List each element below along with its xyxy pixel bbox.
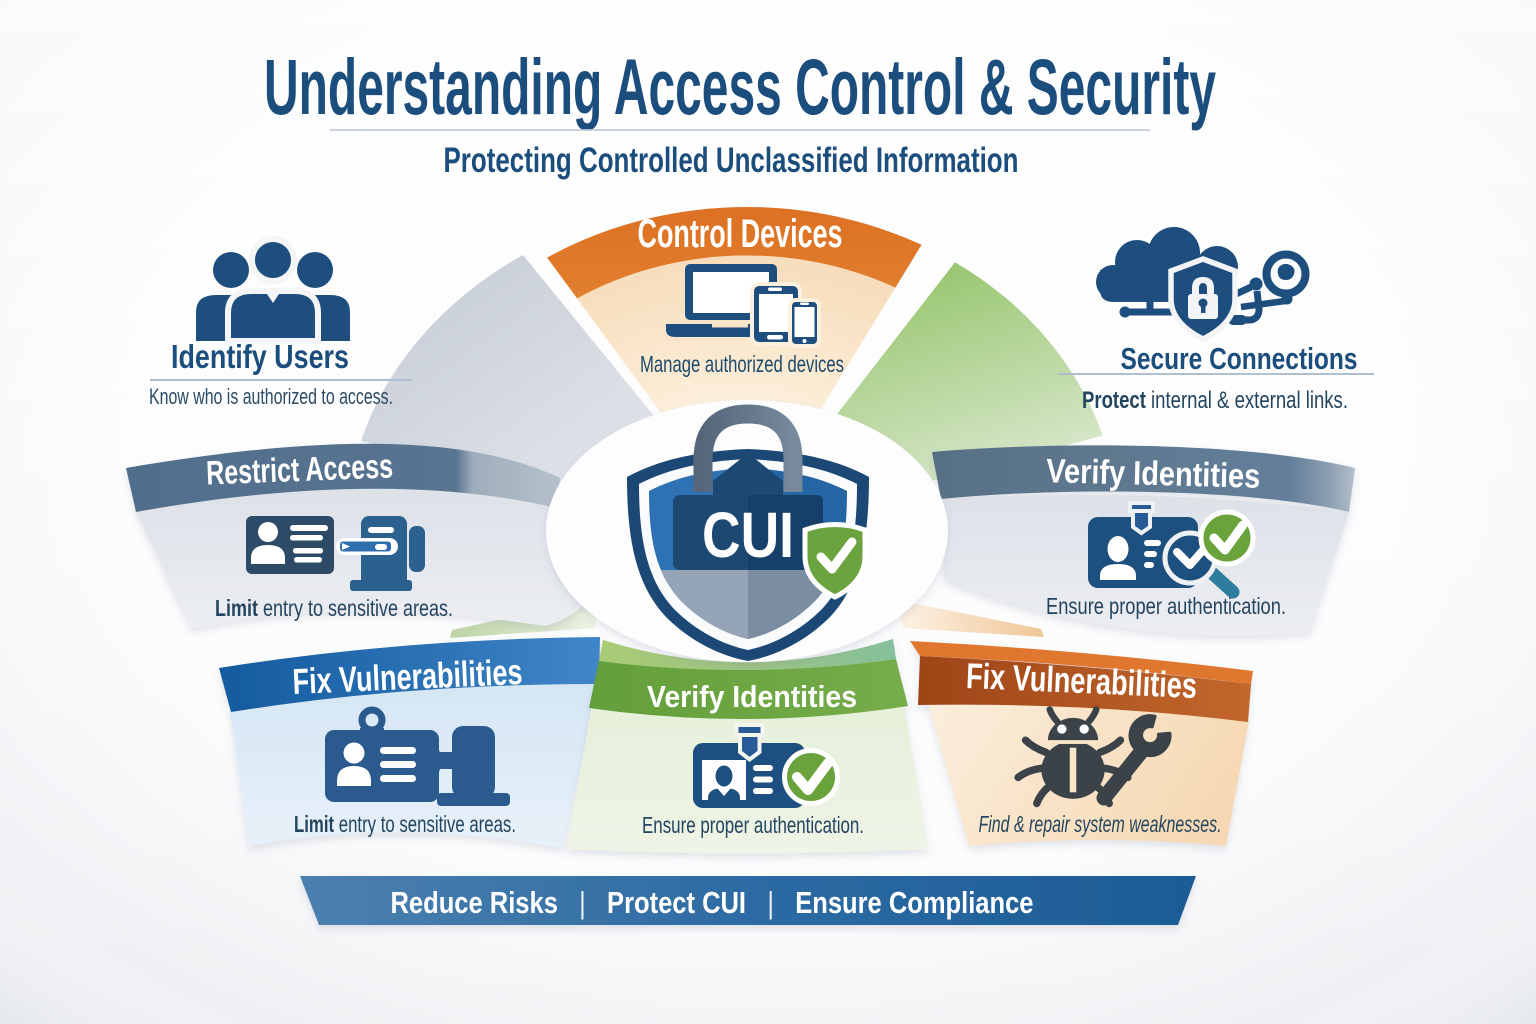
svg-text:Ensure proper authentication.: Ensure proper authentication. [1046, 593, 1286, 619]
svg-text:Restrict Access: Restrict Access [205, 447, 393, 492]
svg-text:Ensure proper authentication.: Ensure proper authentication. [642, 812, 864, 838]
svg-text:Protect internal & external li: Protect internal & external links. [1082, 387, 1348, 414]
svg-text:Fix Vulnerabilities: Fix Vulnerabilities [965, 655, 1198, 706]
svg-text:Fix Vulnerabilities: Fix Vulnerabilities [292, 651, 524, 702]
svg-text:Limit entry to sensitive areas: Limit entry to sensitive areas. [294, 811, 516, 837]
svg-text:Manage authorized devices: Manage authorized devices [640, 351, 844, 377]
svg-text:Find & repair system weaknesse: Find & repair system weaknesses. [979, 811, 1222, 837]
svg-text:Know who is authorized to acce: Know who is authorized to access. [149, 384, 393, 409]
svg-text:Reduce Risks | Protect CUI: Reduce Risks | Protect CUI | Ensure Comp… [391, 885, 1034, 920]
svg-text:CUI: CUI [702, 499, 794, 571]
svg-text:Protecting Controlled Unclassi: Protecting Controlled Unclassified Infor… [444, 141, 1019, 180]
svg-text:Limit entry to sensitive areas: Limit entry to sensitive areas. [215, 595, 453, 621]
svg-text:Control Devices: Control Devices [638, 212, 843, 256]
svg-text:Understanding Access Control &: Understanding Access Control & Security [264, 42, 1216, 131]
svg-text:Verify Identities: Verify Identities [1046, 452, 1261, 496]
svg-text:Verify Identities: Verify Identities [647, 679, 857, 714]
svg-text:Secure Connections: Secure Connections [1121, 341, 1358, 376]
svg-text:Identify Users: Identify Users [171, 338, 349, 375]
